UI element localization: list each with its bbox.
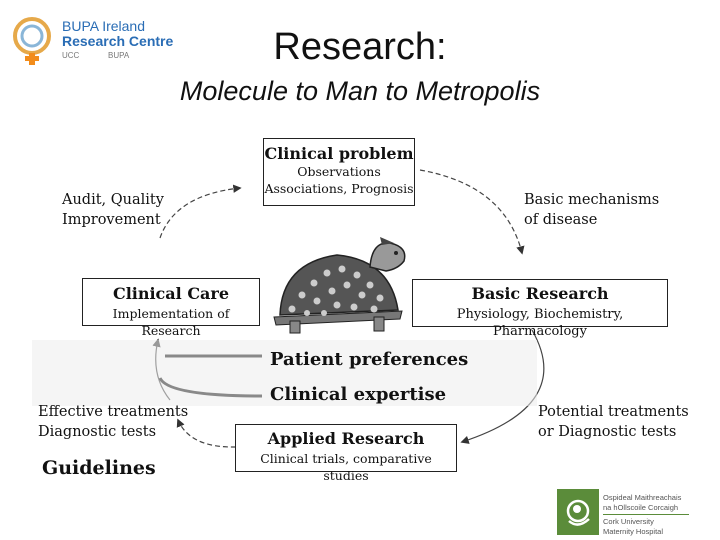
bupa-emblem-icon [13, 17, 51, 65]
arrow-audit-to-problem [159, 184, 242, 239]
basic-research-box: Basic Research Physiology, Biochemistry,… [412, 279, 668, 339]
clinical-expertise-label: Clinical expertise [270, 384, 447, 405]
basic-mechanisms-line2: of disease [524, 212, 598, 228]
clinical-problem-title: Clinical problem [264, 144, 414, 163]
slide-subtitle: Molecule to Man to Metropolis [179, 76, 541, 106]
bupa-logo-line2: Research Centre [62, 33, 174, 49]
applied-research-title: Applied Research [267, 429, 425, 448]
potential-line2: or Diagnostic tests [538, 424, 677, 440]
applied-research-line1: Clinical trials, comparative studies [260, 451, 432, 483]
slide-title: Research: [273, 26, 447, 68]
basic-research-line1: Physiology, Biochemistry, Pharmacology [456, 307, 624, 339]
clinical-care-box: Clinical Care Implementation of Research [82, 278, 260, 338]
basic-mechanisms-line1: Basic mechanisms [524, 192, 660, 208]
clinical-care-title: Clinical Care [112, 284, 230, 303]
patient-preferences-label: Patient preferences [270, 349, 469, 370]
potential-line1: Potential treatments [538, 404, 689, 420]
cuh-line4: Maternity Hospital [603, 527, 664, 536]
audit-label: Audit, Quality Improvement [62, 190, 164, 230]
bupa-logo-small2: BUPA [108, 51, 130, 60]
cuh-emblem [557, 489, 599, 535]
basic-mechanisms-label: Basic mechanisms of disease [524, 190, 659, 230]
cuh-divider [603, 514, 689, 515]
clinical-problem-line2: Associations, Prognosis [264, 181, 414, 196]
clinical-problem-line1: Observations [297, 164, 381, 179]
audit-line1: Audit, Quality [62, 192, 164, 208]
cuh-line2: na hOllscoile Corcaigh [603, 503, 679, 512]
hand-emblem-icon [566, 499, 590, 526]
effective-label: Effective treatments Diagnostic tests [38, 402, 188, 442]
preferences-band [32, 340, 537, 406]
potential-label: Potential treatments or Diagnostic tests [538, 402, 689, 442]
guidelines-label: Guidelines [42, 457, 156, 479]
clinical-care-line1: Implementation of Research [112, 306, 230, 338]
applied-research-box: Applied Research Clinical trials, compar… [235, 424, 457, 483]
bupa-logo-small1: UCC [62, 51, 80, 60]
clinical-problem-box: Clinical problem Observations Associatio… [263, 138, 415, 206]
turtle-illustration [273, 237, 406, 334]
effective-line2: Diagnostic tests [38, 424, 157, 440]
cuh-line3: Cork University [603, 517, 654, 526]
cuh-line1: Ospideal Maithreachais [603, 493, 682, 502]
arrow-applied-to-effective [176, 418, 237, 448]
arrow-problem-to-mechanisms [419, 169, 525, 255]
effective-line1: Effective treatments [38, 404, 189, 420]
audit-line2: Improvement [62, 212, 161, 228]
bupa-logo-line1: BUPA Ireland [62, 18, 146, 34]
basic-research-title: Basic Research [471, 284, 609, 303]
